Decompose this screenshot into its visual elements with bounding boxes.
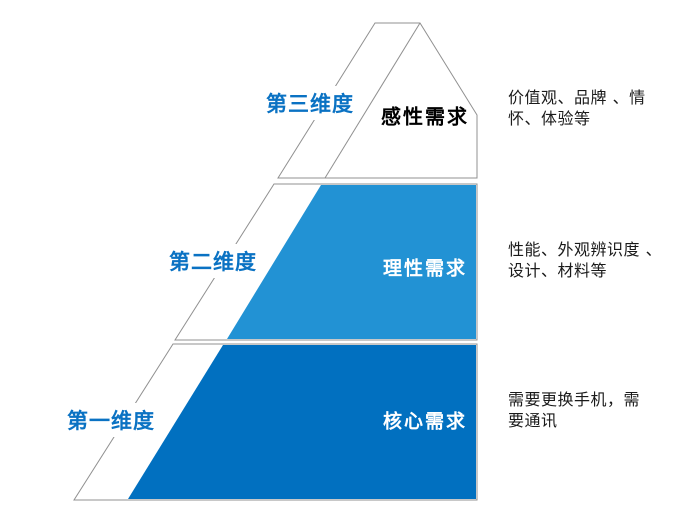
description-second-dimension: 性能、外观辨识度 、 设计、材料等 xyxy=(508,240,663,280)
need-label-rational: 理性需求 xyxy=(382,257,468,280)
tier-second-fill-shape xyxy=(227,185,476,339)
tier-first-fill-shape xyxy=(128,345,476,499)
description-first-dimension: 需要更换手机，需 要通讯 xyxy=(508,390,641,430)
tier-third-inner-edge xyxy=(324,22,421,179)
tier-third-outline-shape xyxy=(277,22,478,179)
dimension-label-third: 第三维度 xyxy=(261,86,359,120)
dimension-label-second: 第二维度 xyxy=(164,244,262,278)
need-label-emotional: 感性需求 xyxy=(381,104,469,129)
need-label-core: 核心需求 xyxy=(382,410,468,433)
tier-second-shape xyxy=(174,183,478,341)
tier-first-shape xyxy=(73,343,478,501)
tier-third-shape xyxy=(277,22,478,179)
description-third-dimension: 价值观、品牌 、情 怀、体验等 xyxy=(508,88,646,128)
dimension-label-first: 第一维度 xyxy=(62,403,160,437)
